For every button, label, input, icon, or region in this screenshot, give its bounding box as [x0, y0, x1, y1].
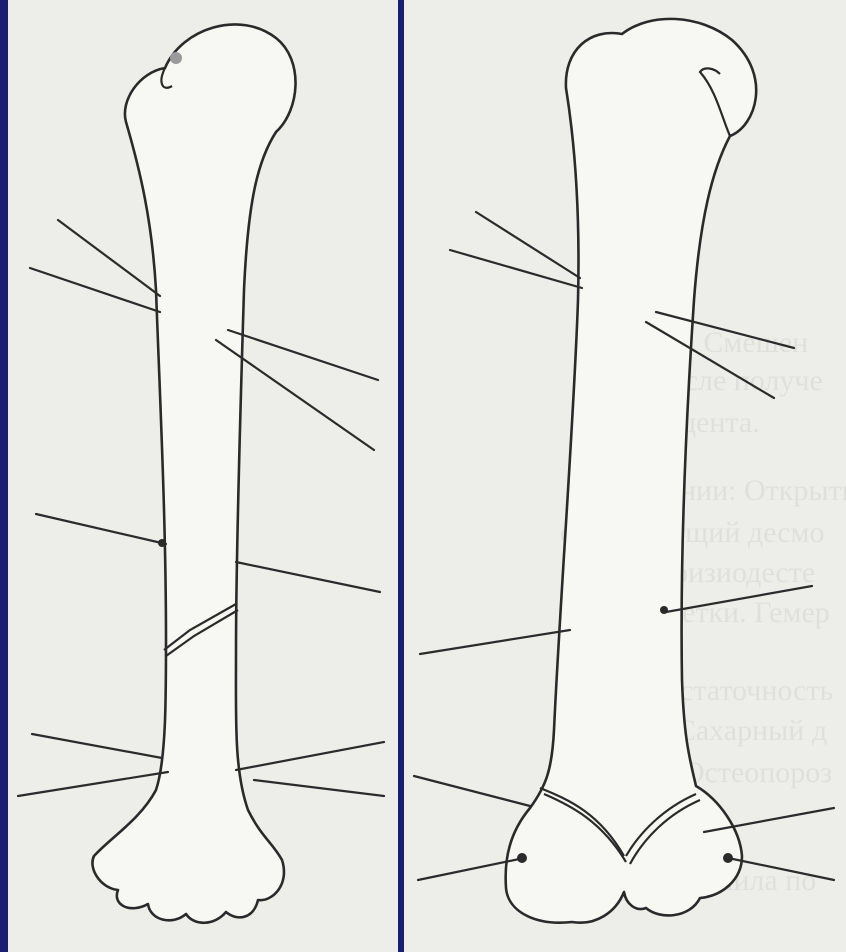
left-femur-head-mark [170, 52, 182, 64]
left-wire-entry-mark [158, 539, 166, 547]
bleed-text-line: нии: Открытый (П [680, 474, 846, 507]
bleed-text-line: цента. [680, 406, 760, 439]
right-wire-entry-mark [660, 606, 668, 614]
right-wire-entry-mark [723, 853, 733, 863]
right-wire-entry-mark [517, 853, 527, 863]
